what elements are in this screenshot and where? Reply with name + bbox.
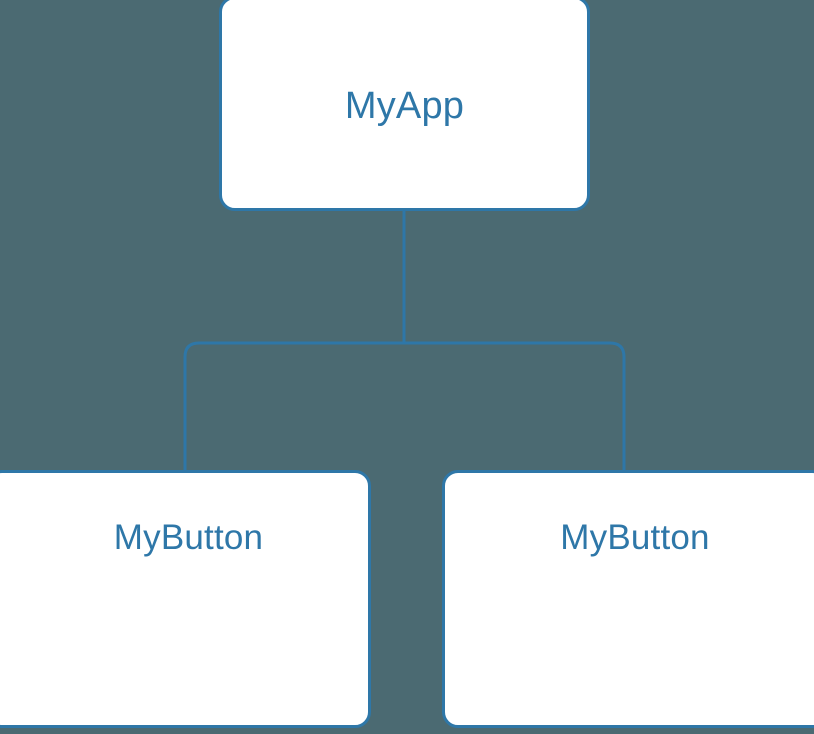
node-mybutton-left-label: MyButton bbox=[113, 518, 264, 557]
node-myapp[interactable]: MyApp bbox=[219, 0, 590, 211]
node-mybutton-right[interactable]: MyButton count 0 bbox=[442, 470, 814, 728]
node-mybutton-right-label: MyButton bbox=[560, 518, 710, 557]
node-mybutton-left[interactable]: MyButton count 1 bbox=[0, 470, 371, 728]
connector-to-right-child bbox=[404, 341, 626, 470]
connector-to-left-child bbox=[183, 341, 404, 470]
node-myapp-label: MyApp bbox=[344, 85, 465, 127]
